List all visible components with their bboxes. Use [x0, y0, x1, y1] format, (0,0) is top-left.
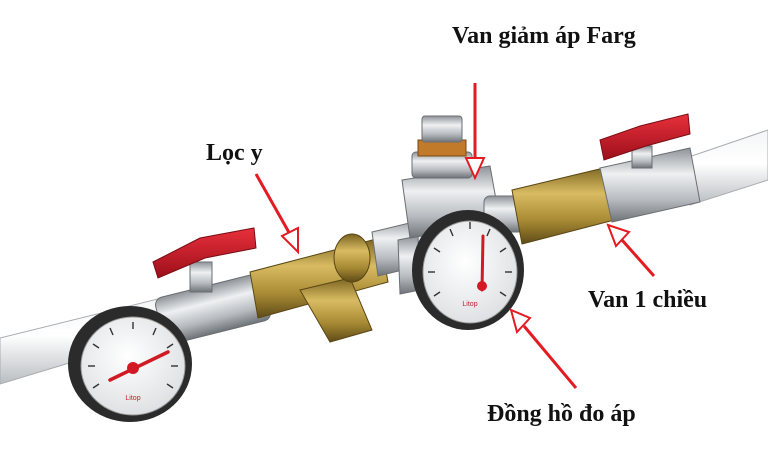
label-y-strainer: Lọc y	[206, 140, 263, 166]
label-check-valve: Van 1 chiều	[588, 287, 708, 313]
pressure-reducing-valve	[401, 115, 525, 239]
left-pressure-gauge: Litop	[68, 306, 192, 422]
right-ball-valve	[599, 113, 701, 223]
center-gauge-brand: Litop	[462, 301, 477, 308]
arrow-pressure-reducing-valve	[464, 83, 486, 181]
left-ball-valve	[152, 227, 271, 345]
arrow-check-valve	[606, 223, 656, 277]
label-pressure-gauge: Đồng hồ đo áp	[487, 401, 636, 427]
label-pressure-reducing-valve: Van giảm áp Farg	[452, 23, 636, 49]
left-gauge-brand: Litop	[125, 395, 140, 402]
center-pressure-gauge: Litop	[412, 210, 524, 330]
arrow-pressure-gauge	[509, 308, 578, 389]
arrow-y-strainer	[254, 173, 299, 255]
y-strainer	[249, 233, 389, 343]
